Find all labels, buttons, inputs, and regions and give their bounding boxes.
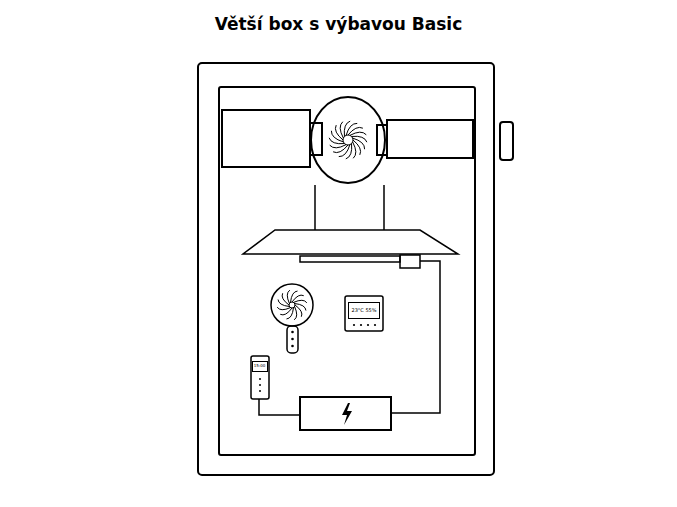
clip-fan: [271, 284, 313, 326]
hanger: [383, 185, 385, 230]
carbon-filter: [222, 110, 310, 167]
timer-screen: 15:00: [252, 361, 268, 372]
duct-coupler: [377, 125, 387, 155]
power-cable: [391, 261, 440, 413]
lamp-tube: [300, 256, 400, 262]
thermo-hygrometer: [345, 296, 383, 331]
lamp-reflector: [243, 230, 458, 254]
timer: [251, 356, 269, 399]
button-dots: [259, 324, 376, 392]
tent-inner: [219, 87, 475, 455]
display-reading: 15:00: [254, 364, 266, 368]
power-strip: [300, 397, 391, 430]
display-screen: 23°C 55%: [348, 302, 380, 319]
side-port: [500, 122, 513, 160]
exhaust-fan: [311, 97, 385, 183]
diagram-title: Větší box s výbavou Basic: [0, 14, 677, 34]
lamp-driver: [400, 255, 420, 268]
timer-cable: [259, 399, 300, 415]
lightning-symbol: [342, 403, 352, 425]
tent-outer: [198, 63, 494, 475]
hanger: [314, 185, 316, 230]
exhaust-duct: [387, 120, 473, 158]
fan-blades: [277, 121, 367, 320]
display-reading: 23°C 55%: [351, 308, 376, 313]
clip-fan-stand: [287, 326, 298, 353]
